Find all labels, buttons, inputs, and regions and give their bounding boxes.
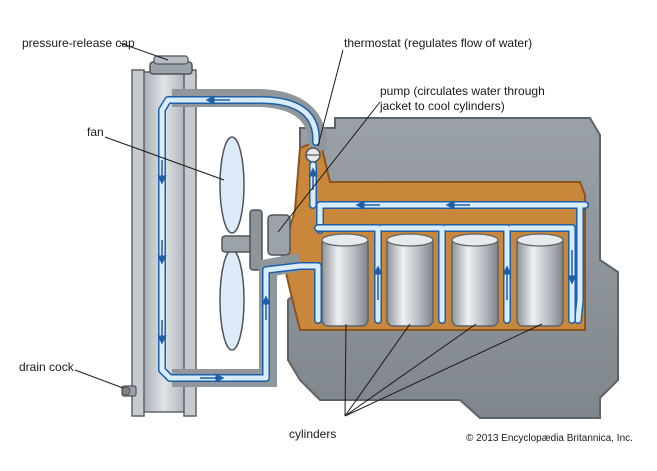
pump-label-line2: jacket to cool cylinders) <box>380 99 505 113</box>
pump-label-line1: pump (circulates water through <box>380 84 545 98</box>
cylinder-4 <box>516 237 564 327</box>
drain-cock <box>121 385 137 397</box>
cylinder-2-top <box>386 233 434 247</box>
fan-label: fan <box>87 125 104 139</box>
pressure-release-cap <box>149 55 193 75</box>
cylinder-4-top <box>516 233 564 247</box>
cylinder-3 <box>451 237 499 327</box>
leader-lines <box>74 42 543 417</box>
cylinder-2 <box>386 237 434 327</box>
cylinders-group <box>321 233 564 327</box>
thermostat <box>305 147 321 163</box>
thermostat-label: thermostat (regulates flow of water) <box>344 36 533 50</box>
copyright-credit: © 2013 Encyclopædia Britannica, Inc. <box>466 433 633 444</box>
fan <box>219 136 263 351</box>
cylinders-label: cylinders <box>289 427 337 441</box>
pressure-cap-label: pressure-release cap <box>22 36 135 50</box>
cylinder-1-top <box>321 233 369 247</box>
pump <box>267 214 291 256</box>
drain-cock-label: drain cock <box>19 360 74 374</box>
cylinder-1 <box>321 237 369 327</box>
cylinder-3-top <box>451 233 499 247</box>
